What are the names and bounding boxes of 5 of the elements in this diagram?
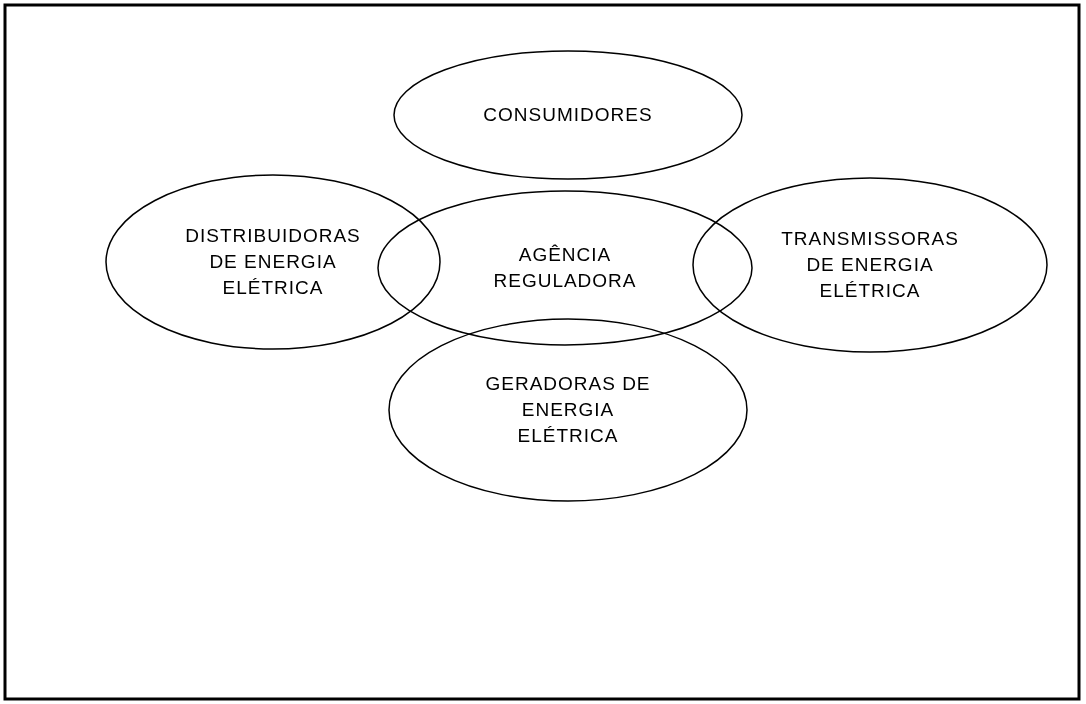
ellipse-label: AGÊNCIA REGULADORA [492, 243, 638, 293]
ellipse-label: DISTRIBUIDORAS DE ENERGIA ELÉTRICA [184, 224, 362, 300]
ellipse-label: GERADORAS DE ENERGIA ELÉTRICA [484, 372, 652, 448]
ellipse-label: TRANSMISSORAS DE ENERGIA ELÉTRICA [780, 227, 960, 303]
ellipse-label: CONSUMIDORES [482, 103, 654, 127]
